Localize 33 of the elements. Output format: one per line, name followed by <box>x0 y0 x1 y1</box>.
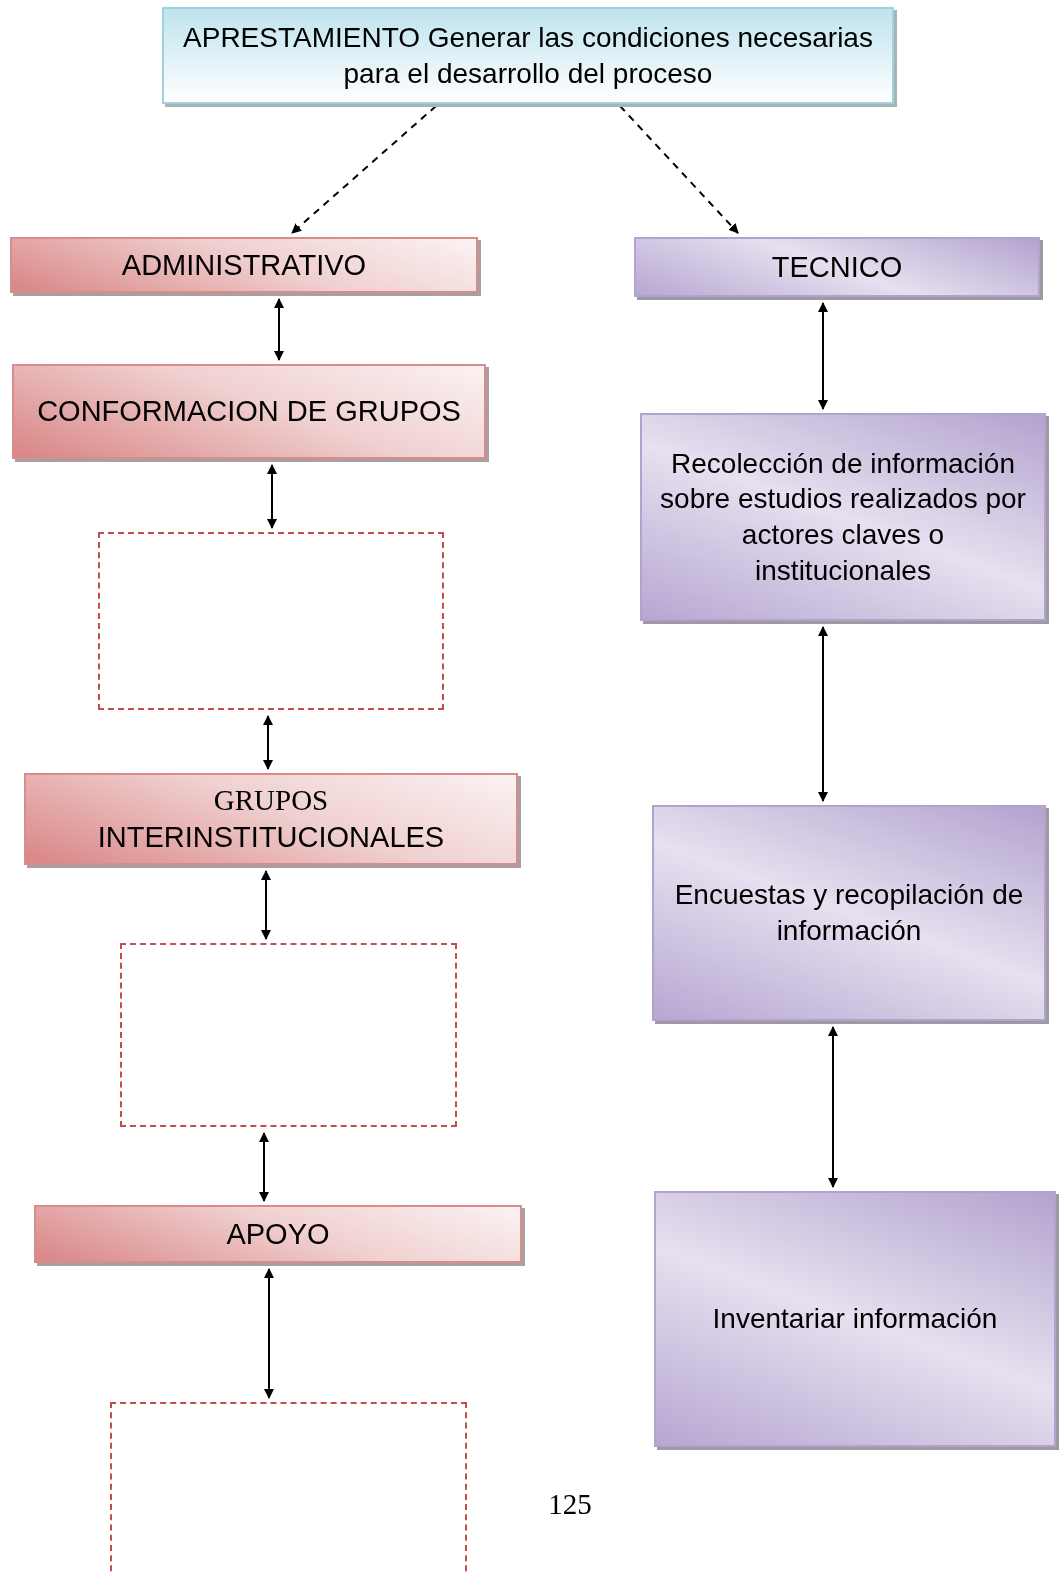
process-box <box>34 1205 522 1263</box>
node-text: TECNICO <box>771 249 903 285</box>
arrow <box>264 1268 274 1399</box>
node-text: Encuestas y recopilación de información <box>673 878 1025 948</box>
process-box <box>12 364 486 459</box>
node-text: APRESTAMIENTO Generar las condiciones necesarias para el desarrollo del proceso <box>182 20 874 91</box>
process-box <box>24 773 518 865</box>
page-number: 125 <box>547 1488 593 1521</box>
node-text: GRUPOS <box>213 783 329 819</box>
process-box <box>162 7 894 104</box>
arrow <box>274 298 284 361</box>
node-text: INTERINSTITUCIONALES <box>97 820 445 855</box>
arrow <box>259 1132 269 1202</box>
arrow <box>261 870 271 940</box>
process-box <box>652 805 1046 1021</box>
node-text: Recolección de información sobre estudios realizados por actores claves o institucionales <box>659 446 1027 588</box>
node-text: ADMINISTRATIVO <box>121 247 367 283</box>
process-box <box>640 413 1046 621</box>
arrow <box>267 464 277 529</box>
node-text: CONFORMACION DE GRUPOS <box>37 394 461 430</box>
node-text: APOYO <box>226 1216 330 1252</box>
arrow <box>818 626 828 802</box>
arrow <box>291 105 437 234</box>
process-box <box>654 1191 1056 1447</box>
dashed-box <box>98 532 444 710</box>
arrow <box>263 715 273 770</box>
process-box <box>10 237 478 293</box>
arrow <box>818 302 828 410</box>
arrow <box>828 1026 838 1188</box>
node-text: Inventariar información <box>712 1302 998 1337</box>
dashed-box <box>120 943 457 1127</box>
process-box <box>634 237 1040 297</box>
arrow <box>619 105 739 234</box>
